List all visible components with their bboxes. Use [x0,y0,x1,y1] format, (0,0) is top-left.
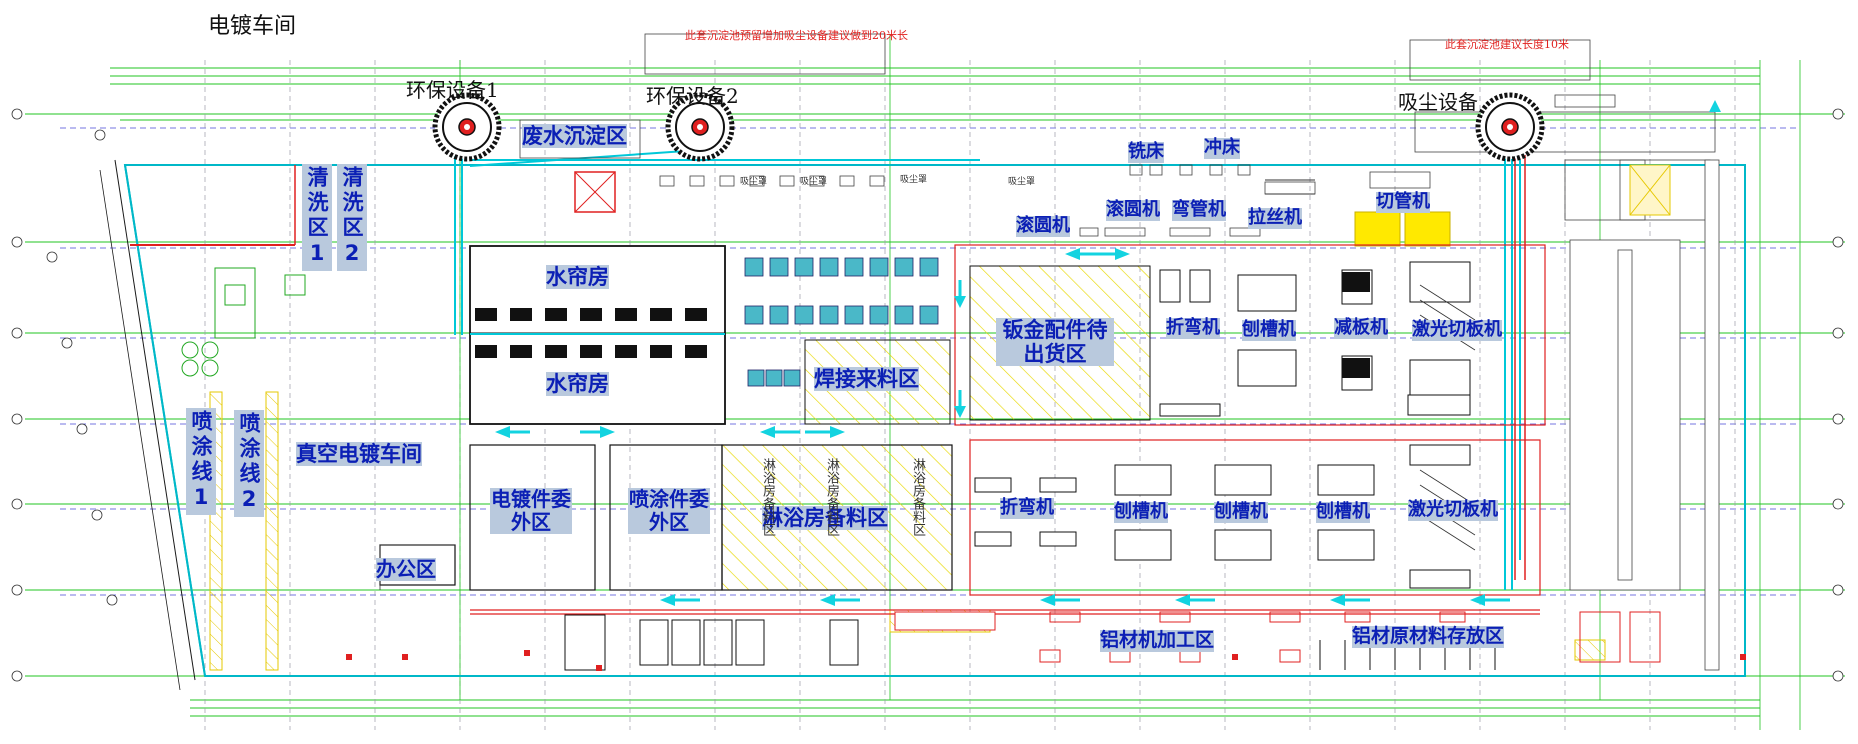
dust-equipment-label: 吸尘设备 [1398,90,1478,114]
shower-material-label: 淋浴房备料区 [762,506,888,531]
flow-arrows [495,100,1721,606]
clean-zone-2-label: 清洗区2 [337,164,367,271]
plate-reduce-label: 减板机 [1334,317,1388,339]
grooving-label-b1: 刨槽机 [1114,501,1168,523]
fan-3 [1475,92,1545,162]
top-note-2: 此套沉淀池建议长度10米 [1445,38,1569,51]
flow-arrow-shafts [508,252,1510,602]
top-duct-boxes [659,164,1431,237]
spray-outsource-label: 喷涂件委外区 [628,487,710,534]
aluminum-processing-label: 铝材机加工区 [1100,629,1215,652]
env-equipment-1-label: 环保设备1 [406,78,499,102]
water-curtain-label-1: 水帘房 [546,265,609,290]
shower-small-a: 淋浴房备料区 [760,458,775,536]
red-markers [346,650,1746,671]
sheet-parts-label: 钣金配件待出货区 [996,318,1114,367]
red-pipes [1514,150,1526,580]
fan-1 [432,92,502,162]
right-tall-equipment [1569,159,1720,671]
welding-material-label: 焊接来料区 [814,367,919,392]
shower-small-b: 淋浴房备料区 [824,458,839,536]
machine-black-blocks [1342,272,1370,378]
dust-hood-label-3: 吸尘罩 [900,175,928,185]
top-note-1: 此套沉淀池预留增加吸尘设备建议做到20米长 [685,29,908,42]
pressure-vessel [574,164,1671,216]
vertical-green-grid [459,34,1801,730]
wastewater-zone-label: 废水沉淀区 [522,124,627,149]
spray-line-machinery [181,267,306,377]
red-outline-right [470,244,1546,615]
spray-line-2-label: 喷涂线2 [234,410,264,517]
red-sign-block [894,611,996,631]
grooving-label-top: 刨槽机 [1242,319,1296,341]
top-duct-teeth [1265,179,1315,195]
env-equipment-2-label: 环保设备2 [646,84,739,108]
locker-units [564,614,859,671]
aluminum-storage-label: 铝材原材料存放区 [1352,625,1505,648]
wire-drawing-label: 拉丝机 [1248,207,1302,229]
dust-hood-label-4: 吸尘罩 [1008,177,1036,187]
shower-small-c: 淋浴房备料区 [910,458,925,536]
clean-zone-1-label: 清洗区1 [302,164,332,271]
left-axis-markers [46,129,118,606]
building-walls [99,159,1746,691]
pipe-cutting-label: 切管机 [1376,191,1430,213]
fan-2 [665,92,735,162]
right-axis-markers [11,108,1844,682]
milling-label: 铣床 [1128,141,1164,163]
office-label: 办公区 [376,557,436,581]
laser-label-top: 激光切板机 [1412,319,1502,341]
plating-outsource-label: 电镀件委外区 [490,487,572,534]
spray-line-1-label: 喷涂线1 [186,408,216,515]
workshop-title: 电镀车间 [208,14,297,39]
vacuum-plating-label: 真空电镀车间 [296,442,422,467]
pipe-bending-label: 弯管机 [1172,199,1226,221]
dust-hood-label-2: 吸尘罩 [800,177,828,187]
folding-label-bottom: 折弯机 [1000,497,1054,519]
laser-label-bottom: 激光切板机 [1408,499,1498,521]
folding-label-top: 折弯机 [1166,317,1220,339]
bottom-dimension-strip [190,699,1760,717]
right-machines [974,261,1471,589]
rolling-label-mid: 滚圆机 [1106,199,1160,221]
rolling-label-top: 滚圆机 [1016,215,1070,237]
cyan-conveyors [454,120,1521,590]
water-curtain-label-2: 水帘房 [546,372,609,397]
welding-stations [744,257,939,387]
dust-hood-label-1: 吸尘罩 [740,177,768,187]
punch-label: 冲床 [1204,137,1240,159]
grooving-label-b3: 刨槽机 [1316,501,1370,523]
yellow-boxes [1354,211,1451,247]
grooving-label-b2: 刨槽机 [1214,501,1268,523]
outsource-rooms [379,444,723,591]
